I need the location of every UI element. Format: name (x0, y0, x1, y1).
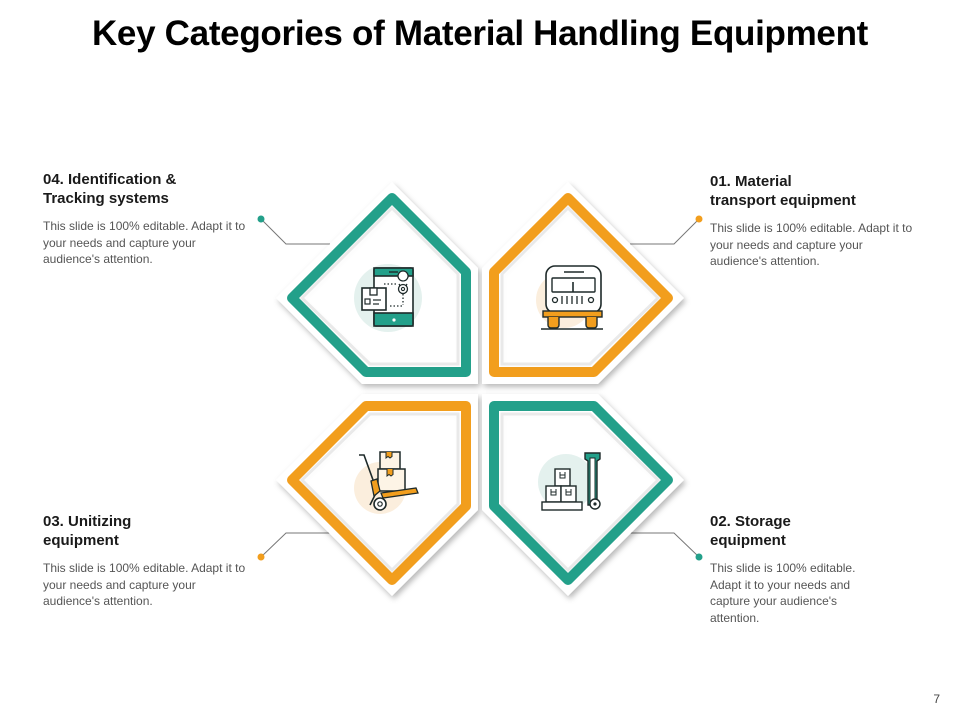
item-01-body: This slide is 100% editable. Adapt it to… (710, 221, 913, 268)
truck-icon (536, 265, 603, 330)
item-04-heading: 04. Identification &Tracking systems (43, 171, 177, 207)
page-number: 7 (933, 692, 940, 706)
item-03-body: This slide is 100% editable. Adapt it to… (43, 561, 246, 608)
hand-truck-icon (354, 451, 419, 514)
item-04-body: This slide is 100% editable. Adapt it to… (43, 219, 246, 266)
item-02-body: This slide is 100% editable. Adapt it to… (710, 561, 856, 625)
mobile-tracking-icon (354, 264, 422, 332)
connector-02 (630, 532, 703, 561)
item-04-text: 04. Identification &Tracking systems Thi… (43, 170, 248, 268)
connector-04 (257, 215, 330, 245)
connector-01 (630, 215, 703, 245)
pallet-jack-boxes-icon (538, 452, 601, 511)
page-title: Key Categories of Material Handling Equi… (91, 14, 869, 53)
connector-03 (257, 532, 330, 561)
